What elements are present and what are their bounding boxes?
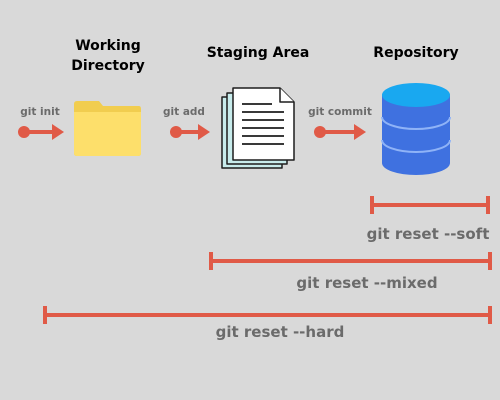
label-git-reset-hard: git reset --hard <box>215 323 345 341</box>
folder-icon <box>74 101 141 156</box>
reset-hard-range <box>43 306 492 324</box>
label-git-reset-soft: git reset --soft <box>366 225 490 243</box>
arrow-git-add <box>170 124 210 140</box>
label-git-commit: git commit <box>308 106 372 118</box>
heading-working-directory: Working Directory <box>71 38 145 74</box>
arrow-git-commit <box>314 124 366 140</box>
database-icon <box>381 83 451 175</box>
label-git-init: git init <box>20 106 60 118</box>
heading-repository: Repository <box>373 45 459 61</box>
document-stack-icon <box>221 87 295 169</box>
arrow-git-init <box>18 124 64 140</box>
label-git-reset-mixed: git reset --mixed <box>296 274 438 292</box>
reset-soft-range <box>370 196 490 214</box>
label-git-add: git add <box>163 106 205 118</box>
heading-staging-area: Staging Area <box>206 45 310 61</box>
reset-mixed-range <box>209 252 492 270</box>
